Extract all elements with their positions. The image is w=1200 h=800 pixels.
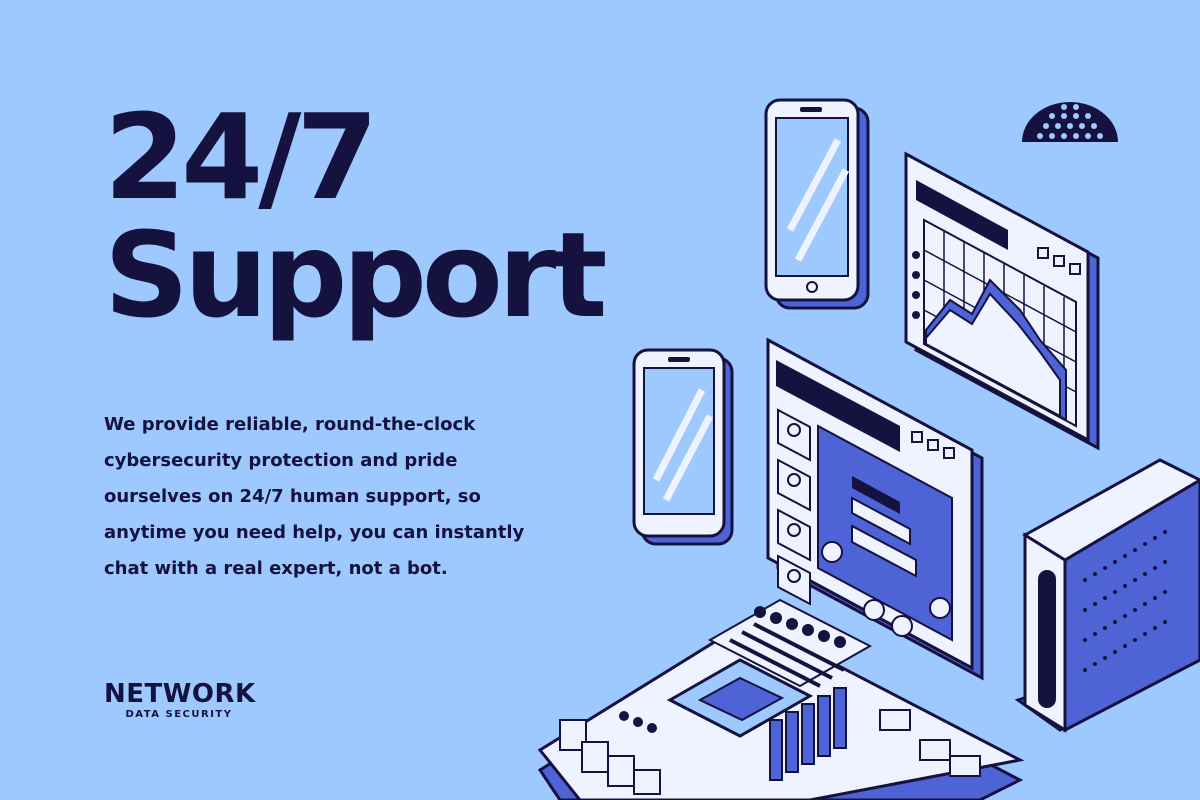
tablet-icon [632,348,734,546]
hero-title-line-1: 24/7 [104,88,378,226]
hero-title-line-2: Support [104,206,608,344]
router-icon [1014,458,1200,733]
phone-icon [764,98,870,310]
hero-title: 24/7 Support [104,88,608,344]
isometric-tech-illustration [537,98,1200,800]
brand-logo: NETWORK DATA SECURITY [104,679,256,720]
brand-name: NETWORK [104,679,256,709]
description-text: We provide reliable, round-the-clock cyb… [104,414,525,579]
brand-tagline: DATA SECURITY [125,709,233,720]
motherboard-icon [537,598,1025,800]
chat-window-icon [766,337,984,681]
chart-window-icon [904,151,1100,451]
dome-icon [1022,102,1118,142]
